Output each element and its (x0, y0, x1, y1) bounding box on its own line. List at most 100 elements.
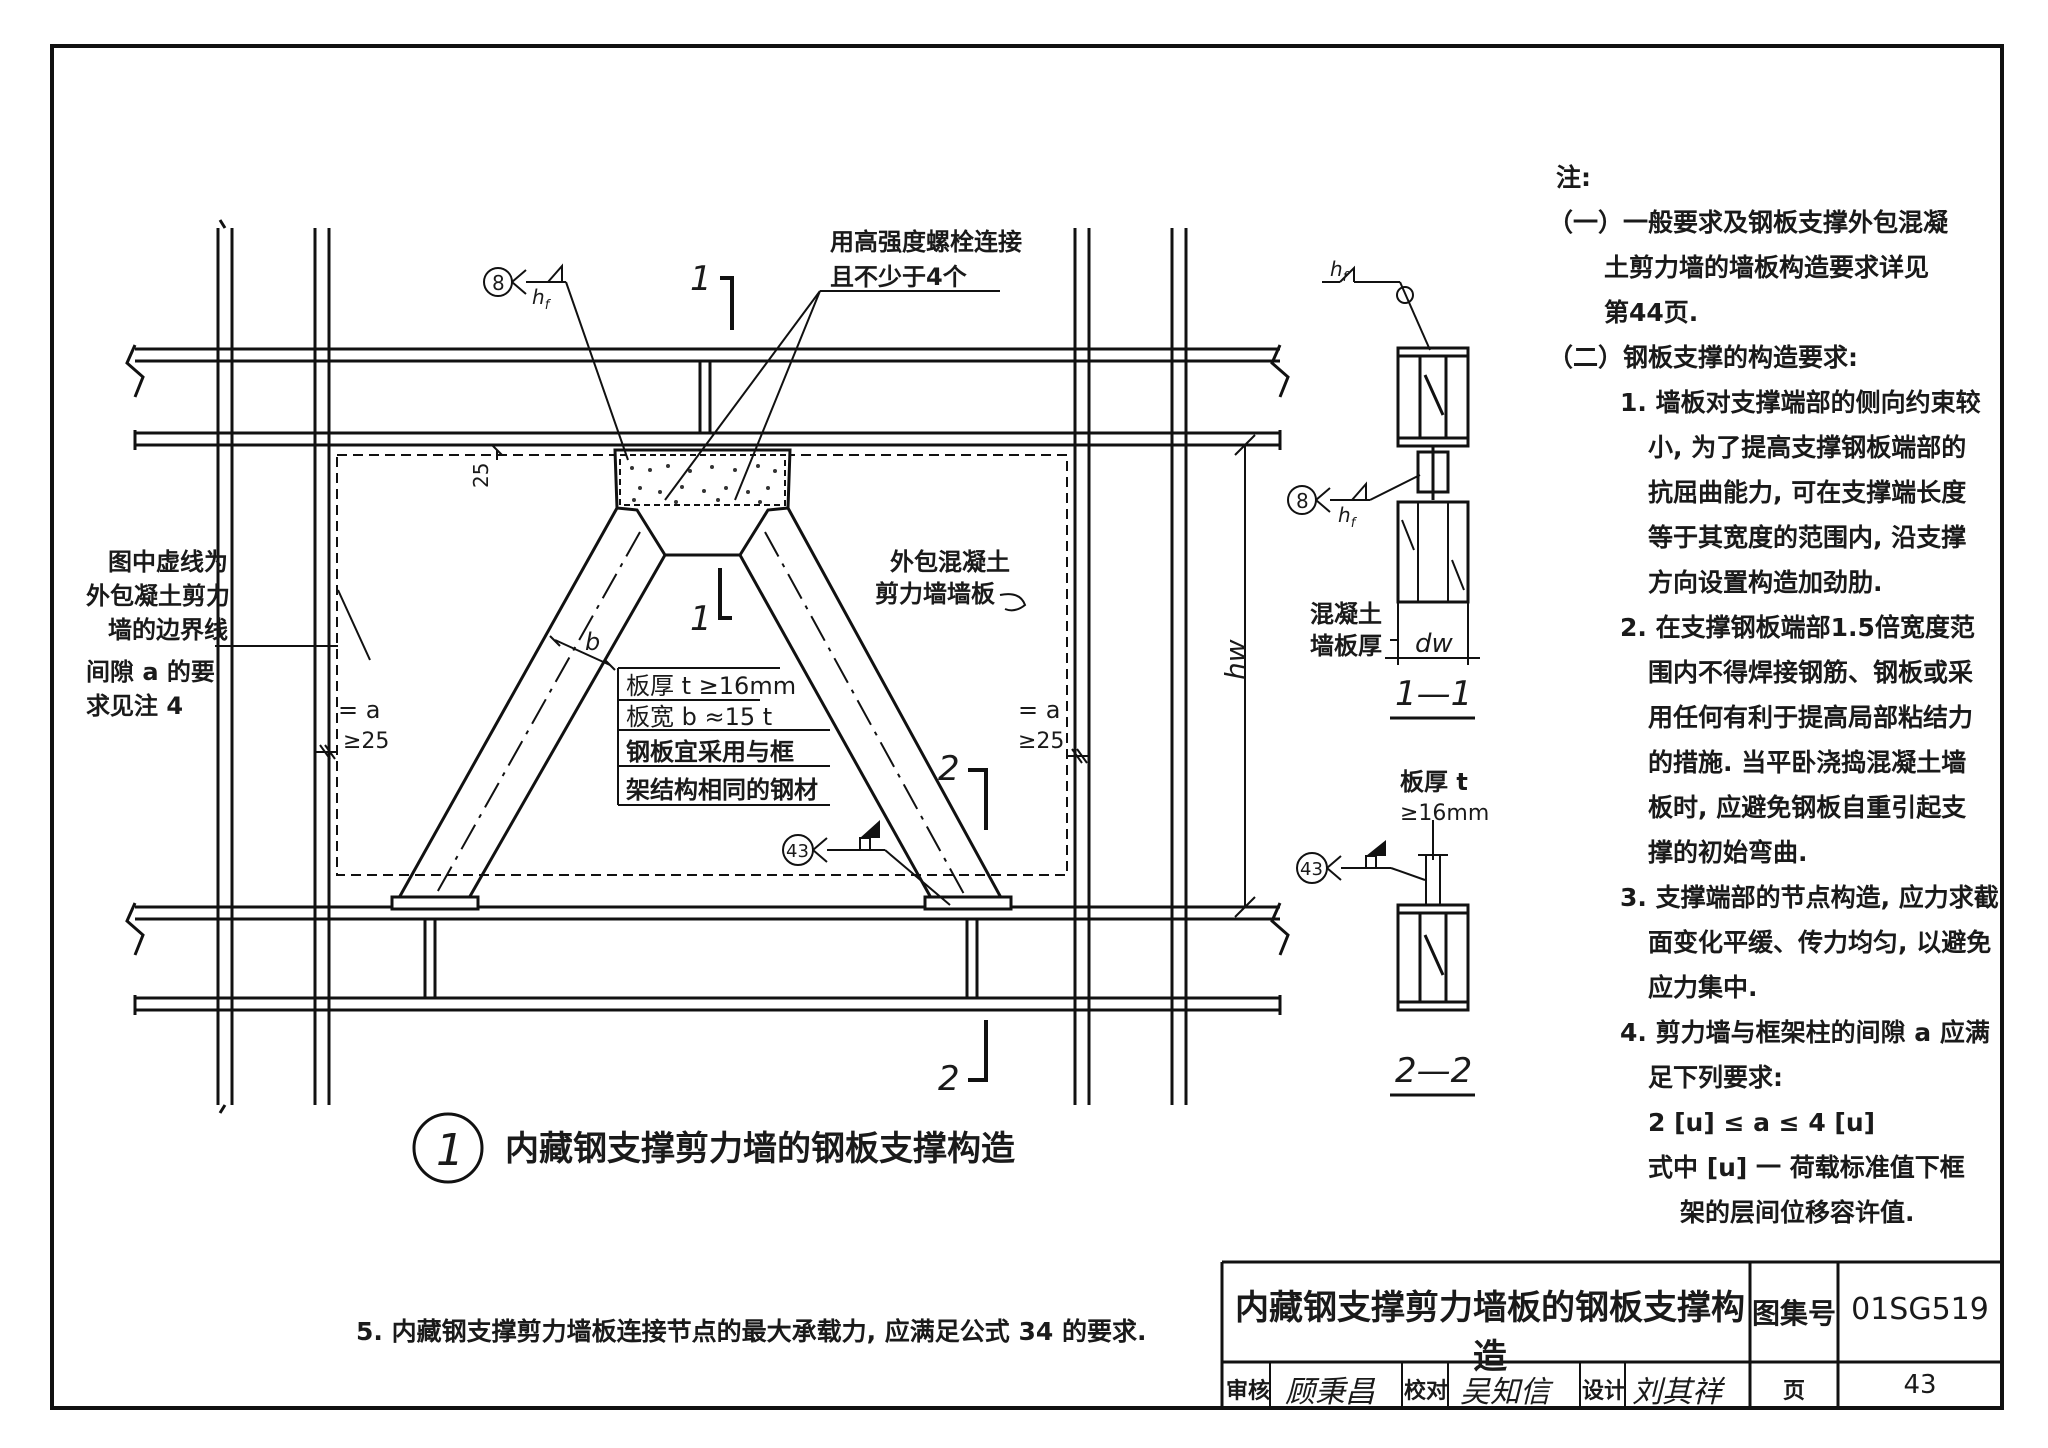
note-line: 板时, 应避免钢板自重引起支 (1648, 793, 1967, 822)
note-line: 等于其宽度的范围内, 沿支撑 (1648, 523, 1967, 552)
note-line: 足下列要求: (1648, 1063, 1783, 1092)
section-1-1-concrete-1: 混凝土 (1310, 600, 1382, 628)
note-line: （一）一般要求及钢板支撑外包混凝 (1548, 208, 1949, 237)
gap-left-dim (315, 744, 338, 760)
left-note: 图中虚线为 外包凝土剪力 墙的边界线 间隙 a 的要 求见注 4 (86, 545, 230, 723)
note-line: 抗屈曲能力, 可在支撑端长度 (1648, 478, 1967, 507)
note-line: 小, 为了提高支撑钢板端部的 (1648, 433, 1967, 462)
left-note-line1: 图中虚线为 (108, 548, 228, 576)
note-line: 3. 支撑端部的节点构造, 应力求截 (1620, 883, 1999, 912)
section-mark-2-right: 2 (938, 749, 960, 789)
weld-mark-8-section-number: 8 (1296, 489, 1309, 513)
weld-hf-section: hf (1338, 503, 1358, 531)
right-brace (738, 507, 1013, 911)
note-line: 方向设置构造加劲肋. (1648, 568, 1883, 597)
section-2-2-thick-1: 板厚 t (1400, 768, 1468, 796)
weld-mark-hf-1-1 (1322, 265, 1431, 351)
left-column (216, 219, 331, 1114)
weld-hf-1-1: hf (1330, 257, 1350, 285)
section-mark-1-mid: 1 (690, 599, 712, 639)
design-signature: 刘其祥 (1632, 1375, 1722, 1410)
note-line: 土剪力墙的墙板构造要求详见 (1604, 253, 1930, 282)
design-label: 设计 (1582, 1379, 1627, 1404)
wall-note-line1: 外包混凝土 (890, 548, 1010, 576)
note-line: 架的层间位移容许值. (1680, 1198, 1915, 1227)
top-beam (125, 344, 1290, 450)
note-line: 2 [u] ≤ a ≤ 4 [u] (1648, 1108, 1876, 1137)
left-note-line3: 墙的边界线 (108, 616, 228, 644)
notes-heading: 注: (1556, 163, 1591, 192)
notes-panel: 注: （一）一般要求及钢板支撑外包混凝土剪力墙的墙板构造要求详见第44页. （二）… (1548, 155, 1999, 1235)
dim-b (549, 635, 616, 671)
note-line: 应力集中. (1648, 973, 1758, 1002)
dim-b-label: b (585, 628, 600, 656)
note-line: 撑的初始弯曲. (1648, 838, 1808, 867)
section-cut-1-mid (718, 568, 732, 620)
bolt-note-line1: 用高强度螺栓连接 (830, 228, 1022, 256)
plate-spec-lines (617, 667, 830, 806)
section-1-1-concrete-2: 墙板厚 (1310, 632, 1382, 660)
note-line: 面变化平缓、传力均匀, 以避免 (1648, 928, 1992, 957)
gap-left-eq: = a (338, 696, 380, 724)
left-brace (390, 507, 667, 911)
section-cut-2-right (968, 768, 988, 830)
caption-title: 内藏钢支撑剪力墙的钢板支撑构造 (505, 1129, 1015, 1169)
note-line: 围内不得焊接钢筋、钢板或采 (1648, 658, 1974, 687)
weld-mark-8-number: 8 (492, 271, 505, 295)
note-line: 第44页. (1604, 298, 1699, 327)
plate-spec-2: 板宽 b ≈15 t (626, 703, 772, 731)
section-1-1-label: 1—1 (1395, 674, 1472, 714)
right-column (1073, 228, 1188, 1105)
note-line: 用任何有利于提高局部粘结力 (1648, 703, 1974, 732)
page-number: 43 (1903, 1370, 1937, 1400)
atlas-number: 01SG519 (1851, 1292, 1989, 1327)
gap-right-min: ≥25 (1018, 729, 1064, 754)
bolt-dots (630, 464, 777, 504)
weld-mark-43-number: 43 (786, 841, 809, 862)
sheet-border (50, 44, 2004, 1410)
dim-hw-line (1190, 434, 1260, 918)
section-mark-1-top: 1 (690, 259, 712, 299)
section-1-1 (1385, 346, 1480, 665)
review-signature: 顾秉昌 (1285, 1375, 1375, 1410)
section-cut-2-bottom (968, 1020, 988, 1082)
gap-right-dim (1067, 748, 1090, 764)
left-note-line5: 求见注 4 (86, 692, 184, 720)
check-label: 校对 (1404, 1379, 1449, 1404)
note-line: 2. 在支撑钢板端部1.5倍宽度范 (1620, 613, 1975, 642)
plate-spec-1: 板厚 t ≥16mm (626, 672, 796, 700)
weld-mark-43-section (1296, 852, 1426, 884)
check-signature: 吴知信 (1460, 1375, 1550, 1410)
weld-mark-43-section-number: 43 (1300, 859, 1323, 880)
weld-mark-43-main (782, 834, 951, 906)
bolt-note-line2: 且不少于4个 (830, 263, 968, 291)
weld-hf-top: hf (532, 285, 552, 313)
section-mark-2-bottom: 2 (938, 1059, 960, 1099)
caption-number: 1 (436, 1125, 464, 1176)
section-2-2 (1396, 820, 1470, 1012)
section-2-2-thick-2: ≥16mm (1400, 801, 1489, 826)
section-2-2-label: 2—2 (1395, 1051, 1472, 1091)
left-note-line2: 外包凝土剪力 (86, 582, 230, 610)
title-block-title: 内藏钢支撑剪力墙板的钢板支撑构造 (1235, 1288, 1745, 1377)
gap-left-min: ≥25 (343, 729, 389, 754)
left-note-line4: 间隙 a 的要 (86, 658, 215, 686)
plate-spec-4: 架结构相同的钢材 (626, 776, 818, 804)
dim-hw: hw (1219, 639, 1252, 680)
dim-25: 25 (469, 463, 493, 488)
note-line: （二）钢板支撑的构造要求: (1548, 343, 1858, 372)
note-line: 式中 [u] 一 荷载标准值下框 (1648, 1153, 1965, 1182)
note-line: 的措施. 当平卧浇捣混凝土墙 (1648, 748, 1967, 777)
top-connection-plate (613, 448, 792, 557)
wall-boundary-dashed (336, 454, 1068, 876)
notes-list: （一）一般要求及钢板支撑外包混凝土剪力墙的墙板构造要求详见第44页. （二）钢板支… (1548, 200, 1999, 1235)
plate-spec-3: 钢板宜采用与框 (626, 738, 794, 766)
atlas-label: 图集号 (1752, 1297, 1837, 1330)
page-label: 页 (1783, 1379, 1806, 1404)
title-block-lines (1220, 1260, 2002, 1408)
weld-mark-8-section (1287, 474, 1421, 515)
note-5: 5. 内藏钢支撑剪力墙板连接节点的最大承载力, 应满足公式 34 的要求. (356, 1317, 1147, 1346)
bottom-beam (125, 902, 1290, 1015)
